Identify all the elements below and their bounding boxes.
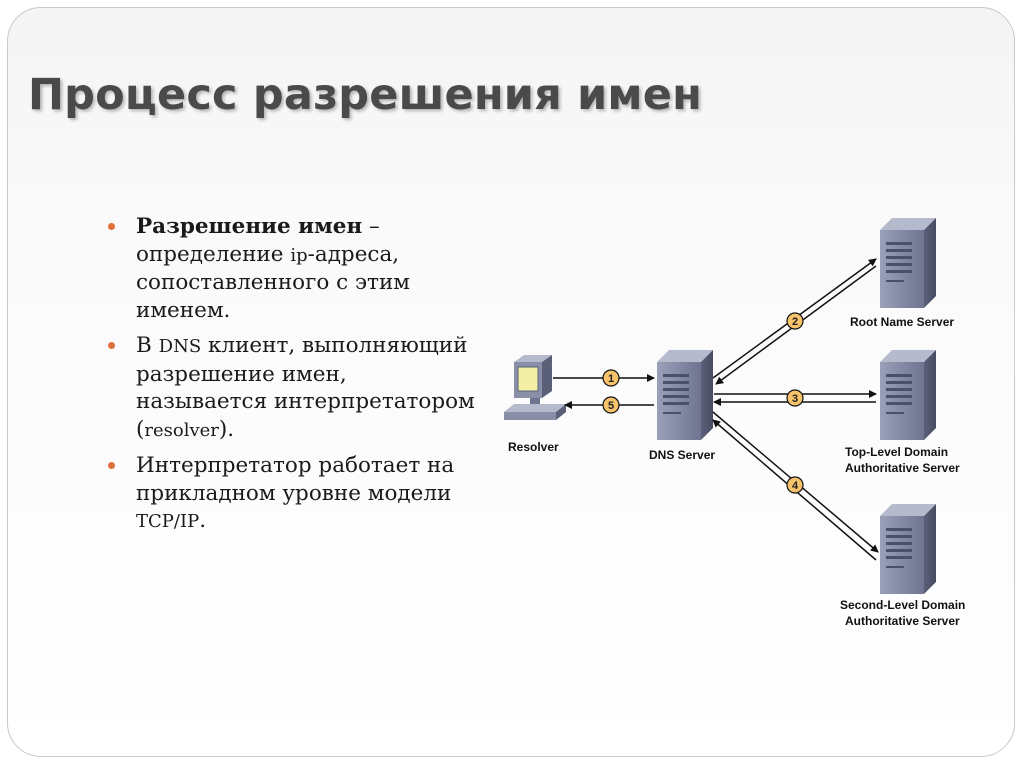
- slide-title: Процесс разрешения имен: [28, 70, 703, 120]
- sld-server-label-line2: Authoritative Server: [845, 614, 960, 628]
- tld-server-icon: [880, 350, 936, 440]
- svg-text:3: 3: [792, 393, 798, 405]
- svg-text:2: 2: [792, 316, 798, 328]
- tld-server-label-line1: Top-Level Domain: [845, 445, 948, 459]
- resolver-computer-icon: [504, 355, 566, 420]
- bullet-item-3: Интерпретатор работает на прикладном уро…: [106, 452, 481, 536]
- resolver-label: Resolver: [508, 440, 559, 454]
- root-server-icon: [880, 218, 936, 308]
- sld-server-icon: [880, 504, 936, 594]
- svg-text:4: 4: [792, 480, 799, 492]
- svg-text:5: 5: [608, 400, 614, 412]
- step-badge-2: 2: [786, 312, 804, 330]
- bullet-list: Разрешение имен – определение ip-адреса,…: [106, 213, 481, 544]
- bullet-dot-icon: [108, 342, 115, 349]
- step-badge-3: 3: [786, 389, 804, 407]
- slide-frame: [7, 7, 1015, 757]
- tld-server-label-line2: Authoritative Server: [845, 461, 960, 475]
- bullet-dot-icon: [108, 223, 115, 230]
- step-badge-4: 4: [786, 476, 804, 494]
- dns-server-icon: [657, 350, 713, 440]
- bullet-item-2: В DNS клиент, выполняющий разрешение име…: [106, 332, 481, 444]
- bullet-term: Разрешение имен: [136, 214, 363, 239]
- dns-server-label: DNS Server: [649, 448, 715, 462]
- step-badge-5: 5: [602, 396, 620, 414]
- step-badge-1: 1: [602, 369, 620, 387]
- bullet-item-1: Разрешение имен – определение ip-адреса,…: [106, 213, 481, 324]
- dns-resolution-diagram: Resolver DNS Server Root Name Server Top…: [504, 218, 965, 628]
- root-server-label: Root Name Server: [850, 315, 954, 329]
- sld-server-label-line1: Second-Level Domain: [840, 598, 965, 612]
- bullet-dot-icon: [108, 462, 115, 469]
- svg-text:1: 1: [608, 373, 614, 385]
